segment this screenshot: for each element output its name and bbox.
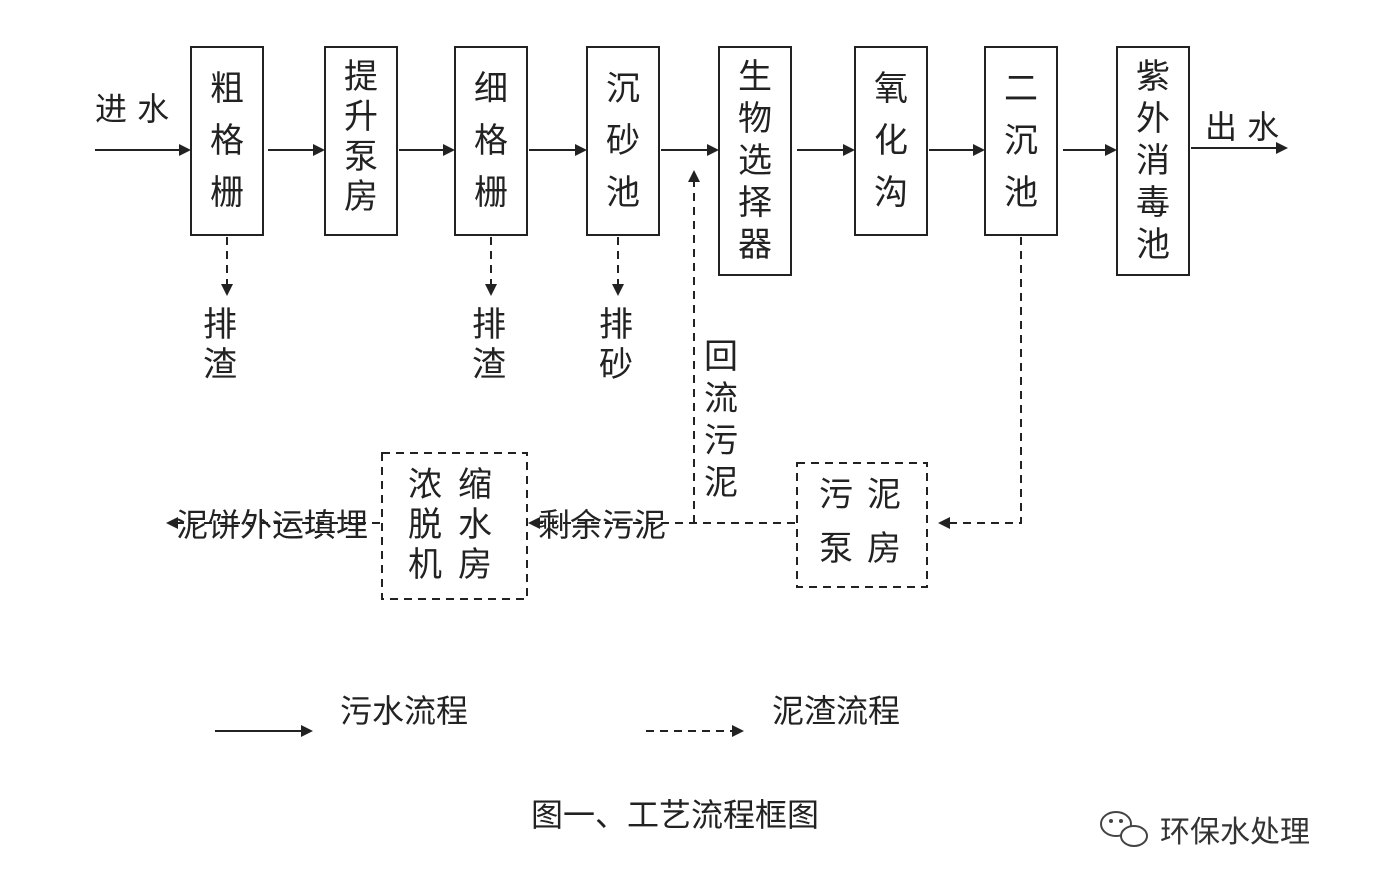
- sludge-to-pump-arrow: [938, 237, 1022, 529]
- box-char: 粗: [210, 69, 244, 109]
- box-dewatering-house: 浓 缩 脱 水 机 房: [381, 452, 528, 600]
- box-char: 房: [344, 177, 378, 217]
- box-fine-screen: 细 格 栅: [454, 46, 528, 236]
- box-char: 外: [1136, 99, 1170, 139]
- outflow-label: 出 水: [1205, 108, 1279, 146]
- box-char: 选: [738, 141, 772, 181]
- box-char: 沟: [874, 173, 908, 213]
- box-sludge-pump-house: 污 泥 泵 房: [796, 462, 928, 588]
- box-char: 二: [1004, 69, 1038, 109]
- legend-sewage-label: 污水流程: [340, 692, 468, 730]
- box-char: 择: [738, 183, 772, 223]
- box-char: 紫: [1136, 57, 1170, 97]
- box-char: 栅: [210, 173, 244, 213]
- discharge-char: 排: [203, 305, 237, 345]
- box-char: 水: [458, 505, 492, 545]
- box-char: 砂: [606, 121, 640, 161]
- box-char: 物: [738, 99, 772, 139]
- discharge-char: 渣: [203, 345, 237, 385]
- box-secondary-clarifier: 二 沉 池: [984, 46, 1058, 236]
- box-char: 池: [606, 173, 640, 213]
- box-char: 化: [874, 121, 908, 161]
- wechat-icon: [1100, 811, 1148, 847]
- box-grit-tank: 沉 砂 池: [586, 46, 660, 236]
- return-sludge-char: 污: [704, 421, 738, 461]
- box-bio-selector: 生 物 选 择 器: [718, 46, 792, 276]
- cake-disposal-label: 泥饼外运填埋: [176, 506, 368, 544]
- box-coarse-screen: 粗 格 栅: [190, 46, 264, 236]
- box-char: 泵: [344, 137, 378, 177]
- excess-sludge-label: 剩余污泥: [538, 506, 666, 544]
- box-char: 泥: [867, 475, 901, 515]
- box-char: 格: [474, 121, 508, 161]
- return-sludge-char: 流: [704, 379, 738, 419]
- box-char: 升: [344, 97, 378, 137]
- box-char: 浓: [408, 465, 442, 505]
- box-char: 缩: [458, 465, 492, 505]
- box-char: 沉: [1004, 121, 1038, 161]
- discharge-char: 渣: [472, 345, 506, 385]
- box-oxidation-ditch: 氧 化 沟: [854, 46, 928, 236]
- box-char: 机: [408, 545, 442, 585]
- box-char: 泵: [819, 529, 853, 569]
- return-sludge-char: 泥: [704, 463, 738, 503]
- box-char: 房: [458, 545, 492, 585]
- box-char: 脱: [408, 505, 442, 545]
- box-uv-disinfection: 紫 外 消 毒 池: [1116, 46, 1190, 276]
- legend-sludge-label: 泥渣流程: [772, 692, 900, 730]
- discharge-char: 排: [472, 305, 506, 345]
- box-char: 器: [738, 225, 772, 265]
- box-char: 消: [1136, 141, 1170, 181]
- box-lift-pump-house: 提 升 泵 房: [324, 46, 398, 236]
- box-char: 房: [867, 529, 901, 569]
- box-char: 污: [819, 475, 853, 515]
- watermark-text: 环保水处理: [1160, 816, 1310, 849]
- box-char: 池: [1004, 173, 1038, 213]
- box-char: 氧: [874, 69, 908, 109]
- box-char: 栅: [474, 173, 508, 213]
- box-char: 沉: [606, 69, 640, 109]
- box-char: 毒: [1136, 183, 1170, 223]
- discharge-char: 排: [599, 305, 633, 345]
- box-char: 生: [738, 57, 772, 97]
- discharge-char: 砂: [599, 345, 633, 385]
- box-char: 提: [344, 57, 378, 97]
- return-sludge-char: 回: [704, 337, 738, 377]
- box-char: 池: [1136, 225, 1170, 265]
- figure-caption: 图一、工艺流程框图: [531, 796, 819, 834]
- box-char: 格: [210, 121, 244, 161]
- inflow-label: 进 水: [95, 90, 169, 128]
- box-char: 细: [474, 69, 508, 109]
